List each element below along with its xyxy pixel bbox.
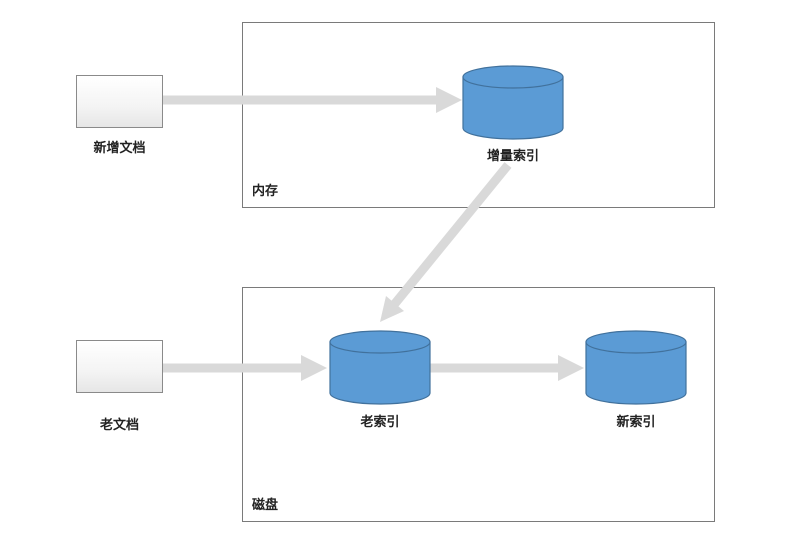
old-index-label: 老索引 — [360, 415, 400, 430]
incremental-index-label: 增量索引 — [486, 149, 539, 164]
arrow-old-index-to-new-index — [430, 355, 584, 381]
old-index-cylinder — [329, 330, 431, 405]
arrow-new-doc-to-incremental-index — [163, 87, 462, 113]
old-document-label: 老文档 — [99, 418, 139, 433]
memory-label: 内存 — [252, 184, 279, 199]
new-document-label: 新增文档 — [93, 141, 146, 156]
old-document-box — [76, 340, 163, 393]
arrow-old-doc-to-old-index — [163, 355, 327, 381]
new-index-cylinder — [585, 330, 687, 405]
new-index-label: 新索引 — [616, 415, 656, 430]
disk-label: 磁盘 — [252, 498, 279, 513]
incremental-index-cylinder — [462, 65, 564, 140]
arrow-incremental-to-old-index — [380, 162, 512, 322]
new-document-box — [76, 75, 163, 128]
